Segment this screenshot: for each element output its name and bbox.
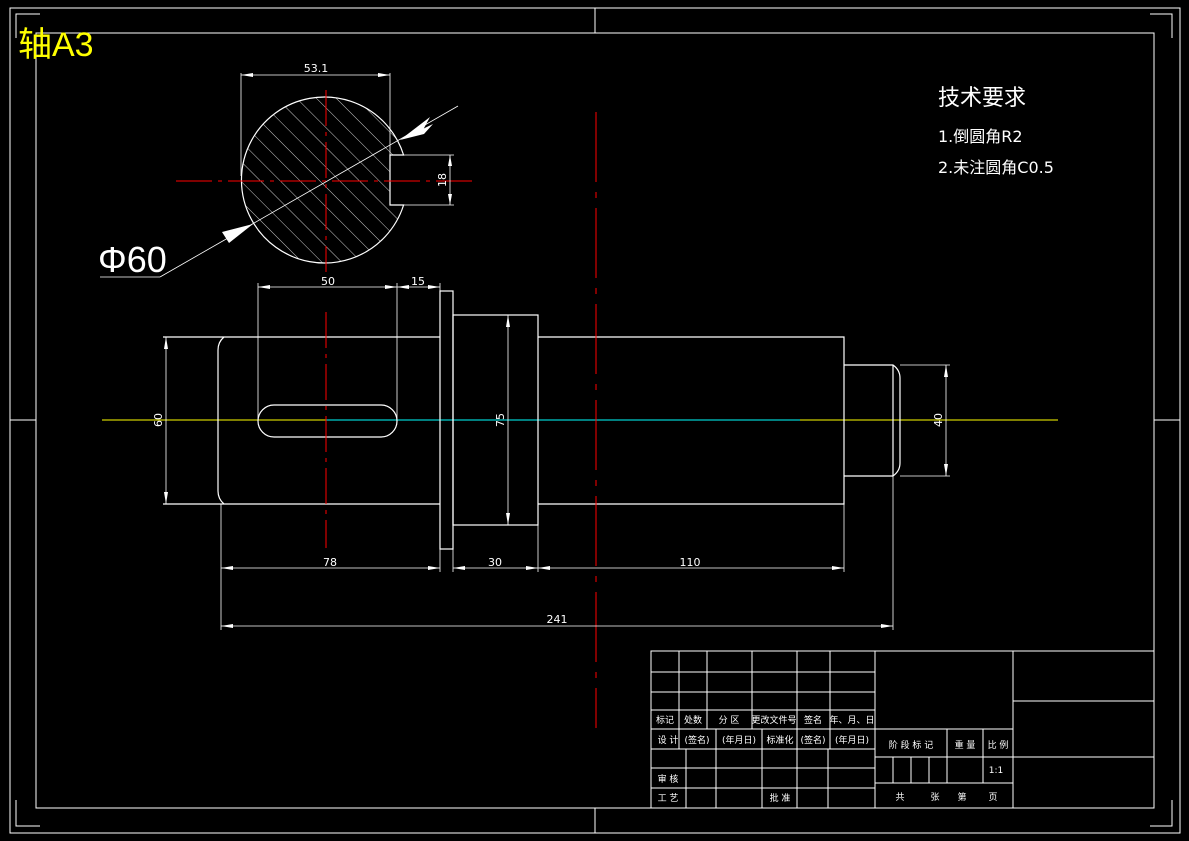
tb-sheets-unit: 张	[930, 792, 939, 803]
tb-weight-label: 重 量	[955, 739, 976, 751]
tb-r4-4: 签名	[804, 714, 822, 726]
shaft-segment-d60	[163, 336, 440, 505]
tb-r5-1: (签名)	[684, 734, 709, 746]
shaft-segment-d40	[844, 364, 901, 477]
dim-key-length: 50	[321, 275, 335, 288]
tb-r4-2: 分 区	[719, 715, 740, 726]
tb-r7-0: 审 核	[658, 773, 679, 785]
dim-diameter-d1: 60	[152, 413, 165, 427]
tb-r4-0: 标记	[656, 714, 674, 726]
tb-r4-5: 年、月、日	[829, 714, 874, 726]
dim-diameter-60: Φ60	[98, 239, 167, 280]
tb-r5-3: 标准化	[766, 734, 793, 746]
tb-r5-2: (年月日)	[722, 734, 756, 746]
centering-marks	[10, 8, 1180, 833]
keyway-slot	[257, 404, 398, 438]
tb-sheets-total: 共	[895, 792, 904, 803]
drawing-title: 轴A3	[18, 26, 94, 64]
section-outline	[240, 96, 405, 264]
tb-r5-5: (年月日)	[835, 734, 869, 746]
tb-sheet-no: 第	[957, 791, 966, 803]
section-hatching	[241, 96, 404, 263]
tech-requirement-1: 1.倒圆角R2	[938, 127, 1023, 146]
tb-r5-0: 设 计	[658, 734, 679, 746]
dim-diameter-d3: 40	[932, 413, 945, 427]
tb-r8-0: 工 艺	[658, 793, 679, 804]
title-block	[650, 650, 1155, 809]
dim-length-l2: 30	[488, 556, 502, 569]
dim-key-depth: 18	[436, 173, 449, 187]
dim-length-l3: 110	[680, 556, 701, 569]
dim-diameter-d2: 75	[494, 413, 507, 427]
title-block-text: 标记 处数 分 区 更改文件号 签名 年、月、日 设 计 (签名) (年月日) …	[656, 714, 1008, 804]
tech-requirements-heading: 技术要求	[938, 86, 1026, 111]
tb-page-unit: 页	[988, 792, 997, 803]
shaft-main-view: 50 15 60 75 40	[102, 112, 1058, 728]
tb-r4-1: 处数	[684, 714, 702, 726]
tb-r5-4: (签名)	[800, 734, 825, 746]
tech-requirement-2: 2.未注圆角C0.5	[938, 158, 1054, 177]
shaft-segment-long	[538, 336, 845, 505]
dim-length-l1: 78	[323, 556, 337, 569]
tb-r8-1: 批 准	[770, 792, 791, 804]
corner-trim-marks	[15, 13, 1173, 827]
tb-scale-label: 比 例	[988, 739, 1009, 751]
dim-section-width: 53.1	[304, 62, 329, 75]
tb-scale-value: 1:1	[989, 766, 1003, 776]
tb-r4-3: 更改文件号	[751, 714, 796, 726]
cross-section-view: 53.1 18 Φ60	[98, 62, 474, 280]
tb-stage-label: 阶 段 标 记	[889, 739, 934, 751]
dim-total-length: 241	[547, 613, 568, 626]
shaft-segment-d75	[452, 314, 539, 526]
dim-key-gap: 15	[411, 275, 425, 288]
